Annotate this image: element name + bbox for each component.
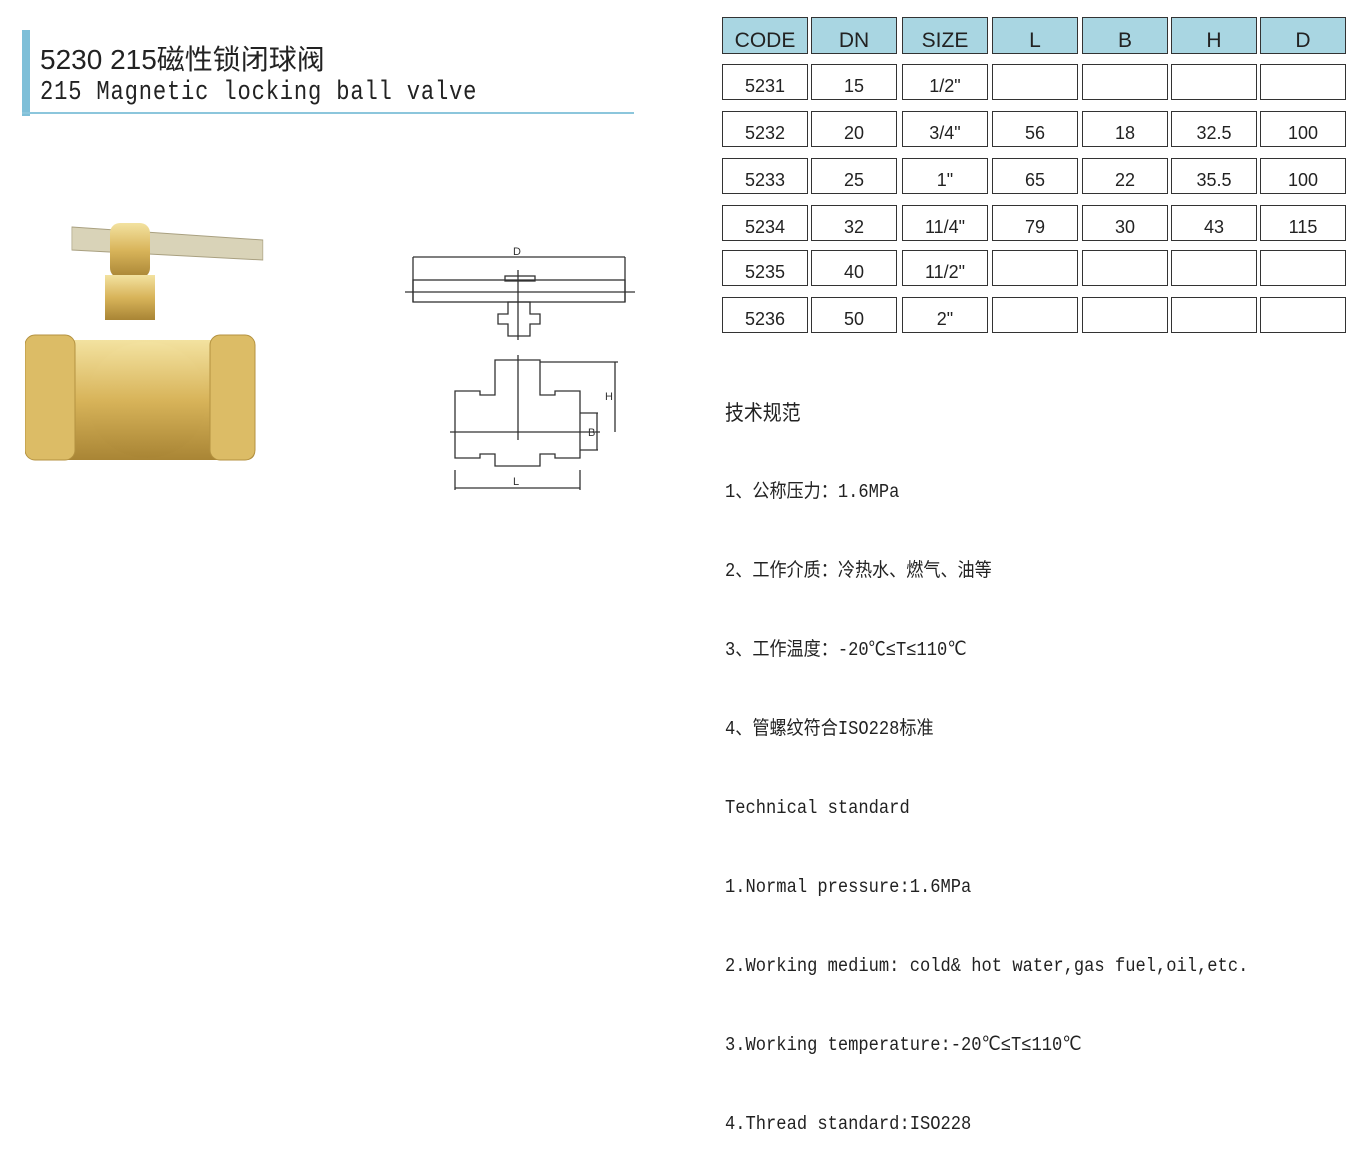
table-cell: 65 (992, 158, 1078, 194)
table-cell: 5236 (722, 297, 808, 333)
table-cell: 40 (811, 250, 897, 286)
dimension-label-l: L (513, 476, 519, 488)
table-cell: 79 (992, 205, 1078, 241)
table-cell: 115 (1260, 205, 1346, 241)
table-cell: 5232 (722, 111, 808, 147)
table-cell: 18 (1082, 111, 1168, 147)
table-cell: 35.5 (1171, 158, 1257, 194)
table-cell (1260, 297, 1346, 333)
table-cell: 30 (1082, 205, 1168, 241)
table-cell: 15 (811, 64, 897, 100)
table-cell: 43 (1171, 205, 1257, 241)
spec-cn-item: 2、工作介质：冷热水、燃气、油等 (725, 560, 992, 583)
spec-en-item: 3.Working temperature:-20℃≤T≤110℃ (725, 1033, 1082, 1056)
spec-en-item: 4.Thread standard:ISO228 (725, 1112, 972, 1135)
table-cell: 5233 (722, 158, 808, 194)
table-cell: 32 (811, 205, 897, 241)
column-header-code: CODE (722, 17, 808, 54)
specs-heading-en: Technical standard (725, 797, 910, 820)
table-cell (1171, 64, 1257, 100)
table-cell: 5235 (722, 250, 808, 286)
table-cell: 32.5 (1171, 111, 1257, 147)
spec-en-item: 2.Working medium: cold& hot water,gas fu… (725, 954, 1249, 977)
table-cell: 11/4" (902, 205, 988, 241)
table-cell: 100 (1260, 111, 1346, 147)
table-cell: 100 (1260, 158, 1346, 194)
table-cell (992, 64, 1078, 100)
table-cell: 2" (902, 297, 988, 333)
table-cell: 1/2" (902, 64, 988, 100)
table-cell: 3/4" (902, 111, 988, 147)
table-cell: 11/2" (902, 250, 988, 286)
table-cell (1082, 250, 1168, 286)
table-cell: 25 (811, 158, 897, 194)
title-underline (22, 112, 634, 114)
column-header-h: H (1171, 17, 1257, 54)
technical-specs: 技术规范 1、公称压力：1.6MPa 2、工作介质：冷热水、燃气、油等 3、工作… (725, 348, 1307, 1163)
table-cell: 50 (811, 297, 897, 333)
valve-photo (25, 223, 264, 461)
table-cell: 5234 (722, 205, 808, 241)
spec-cn-item: 4、管螺纹符合ISO228标准 (725, 718, 934, 741)
column-header-d: D (1260, 17, 1346, 54)
table-cell (1082, 297, 1168, 333)
dimension-label-d: D (513, 246, 521, 258)
table-cell: 5231 (722, 64, 808, 100)
dimension-label-b: B (588, 427, 595, 439)
technical-drawing: D H B L (405, 246, 635, 490)
table-cell: 20 (811, 111, 897, 147)
title-english: 215 Magnetic locking ball valve (40, 78, 478, 108)
table-cell: 1" (902, 158, 988, 194)
column-header-dn: DN (811, 17, 897, 54)
table-cell (992, 297, 1078, 333)
specs-heading-cn: 技术规范 (725, 401, 801, 425)
table-cell (1082, 64, 1168, 100)
column-header-b: B (1082, 17, 1168, 54)
table-cell (1260, 64, 1346, 100)
table-cell: 22 (1082, 158, 1168, 194)
title-chinese: 5230 215磁性锁闭球阀 (40, 44, 325, 75)
table-cell: 56 (992, 111, 1078, 147)
title-accent-bar (22, 30, 30, 116)
spec-en-item: 1.Normal pressure:1.6MPa (725, 875, 972, 898)
table-cell (1171, 297, 1257, 333)
table-cell (992, 250, 1078, 286)
column-header-l: L (992, 17, 1078, 54)
table-cell (1171, 250, 1257, 286)
spec-cn-item: 1、公称压力：1.6MPa (725, 481, 900, 504)
table-cell (1260, 250, 1346, 286)
column-header-size: SIZE (902, 17, 988, 54)
spec-cn-item: 3、工作温度：-20℃≤T≤110℃ (725, 639, 967, 662)
dimension-label-h: H (605, 391, 613, 403)
